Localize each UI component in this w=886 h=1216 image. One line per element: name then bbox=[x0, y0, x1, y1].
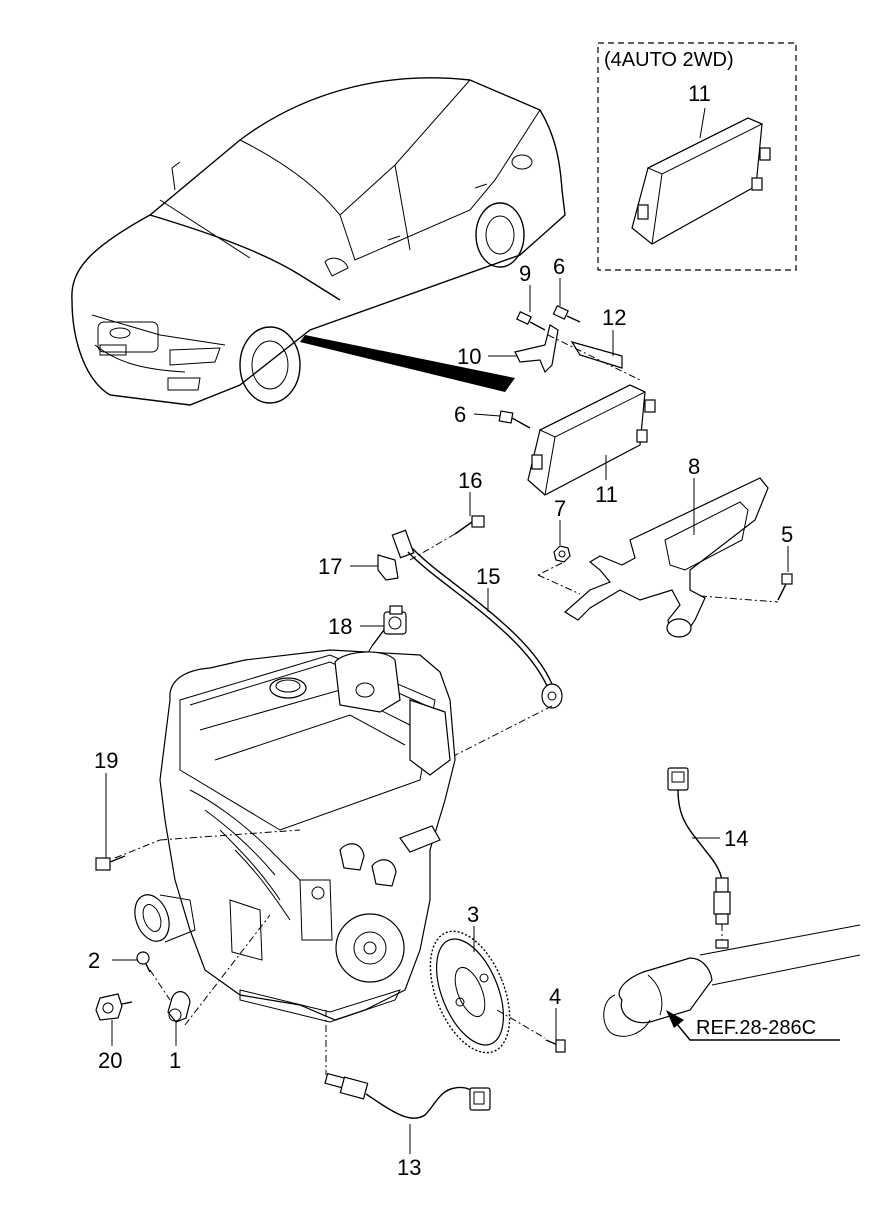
bracket-8 bbox=[563, 477, 769, 636]
callout-2: 2 bbox=[88, 948, 100, 973]
bracket-10 bbox=[514, 324, 559, 374]
bolt-6-upper bbox=[552, 305, 581, 323]
ring-gear-3 bbox=[429, 930, 511, 1054]
knock-sensor-harness bbox=[377, 529, 563, 769]
callout-20: 20 bbox=[98, 1048, 122, 1073]
ecu-module-variant bbox=[631, 107, 771, 245]
ref-arrow bbox=[666, 1010, 840, 1041]
callout-5: 5 bbox=[781, 522, 793, 547]
location-pointer bbox=[300, 335, 515, 392]
vehicle-illustration bbox=[71, 77, 566, 406]
callout-11: 11 bbox=[595, 482, 618, 507]
callout-6-lower: 6 bbox=[454, 402, 466, 427]
callout-19: 19 bbox=[94, 748, 118, 773]
bolt-2 bbox=[136, 951, 151, 973]
bracket-12 bbox=[570, 341, 623, 369]
ecu-bracket-assembly bbox=[409, 305, 793, 638]
bolt-19 bbox=[95, 855, 126, 871]
sensor-20 bbox=[95, 993, 133, 1021]
callout-17: 17 bbox=[318, 554, 342, 579]
callout-14: 14 bbox=[724, 826, 748, 851]
ref-label: REF.28-286C bbox=[696, 1017, 816, 1039]
callout-16: 16 bbox=[458, 468, 482, 493]
callout-1: 1 bbox=[169, 1048, 181, 1073]
callout-6-upper: 6 bbox=[553, 254, 565, 279]
callout-18: 18 bbox=[328, 614, 352, 639]
callout-12: 12 bbox=[602, 305, 626, 330]
variant-box: (4AUTO 2WD) bbox=[597, 42, 797, 271]
bolt-5 bbox=[777, 573, 793, 601]
callout-13: 13 bbox=[397, 1155, 421, 1180]
callout-4: 4 bbox=[549, 984, 561, 1009]
callout-3: 3 bbox=[467, 902, 479, 927]
callout-10: 10 bbox=[457, 344, 481, 369]
oxygen-sensor-13 bbox=[324, 1072, 491, 1119]
catalytic-converter bbox=[603, 924, 861, 1037]
bolt-6-lower bbox=[498, 410, 531, 429]
variant-label: (4AUTO 2WD) bbox=[604, 49, 734, 71]
inlet-neck bbox=[134, 894, 196, 943]
bolt-4 bbox=[545, 1039, 566, 1053]
sensor-1 bbox=[167, 991, 191, 1023]
bolt-16 bbox=[454, 515, 485, 535]
callout-9: 9 bbox=[519, 261, 531, 286]
engine-illustration bbox=[134, 649, 456, 1023]
oxygen-sensor-14 bbox=[667, 767, 731, 949]
callout-7: 7 bbox=[554, 496, 566, 521]
callout-labels: 11 9 6 12 10 6 11 16 8 7 5 17 15 18 19 1… bbox=[88, 81, 793, 1180]
ecu-module-11 bbox=[527, 384, 656, 496]
callout-8: 8 bbox=[688, 454, 700, 479]
cam-sensor-18 bbox=[351, 605, 407, 681]
bolt-9 bbox=[516, 311, 546, 331]
callout-leaders bbox=[105, 278, 789, 1154]
callout-11-variant: 11 bbox=[688, 81, 711, 106]
callout-15: 15 bbox=[476, 564, 500, 589]
nut-7 bbox=[553, 545, 571, 563]
clip-17 bbox=[377, 554, 399, 581]
